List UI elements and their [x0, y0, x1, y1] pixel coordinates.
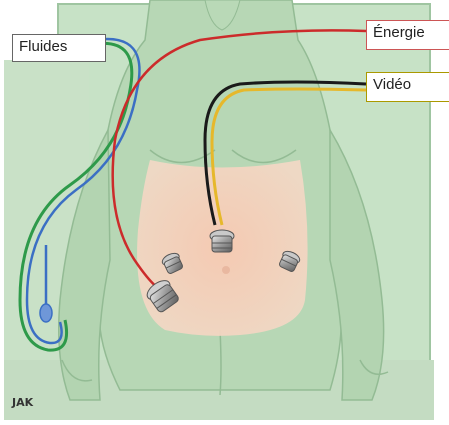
- video-label: Vidéo: [366, 72, 449, 102]
- artist-signature: JAK: [12, 396, 33, 409]
- irrigation-probe-icon: [40, 304, 52, 322]
- navel: [222, 266, 230, 274]
- energy-label: Énergie: [366, 20, 449, 50]
- fluids-label: Fluides: [12, 34, 106, 62]
- trocar-icon-camera: [210, 230, 234, 252]
